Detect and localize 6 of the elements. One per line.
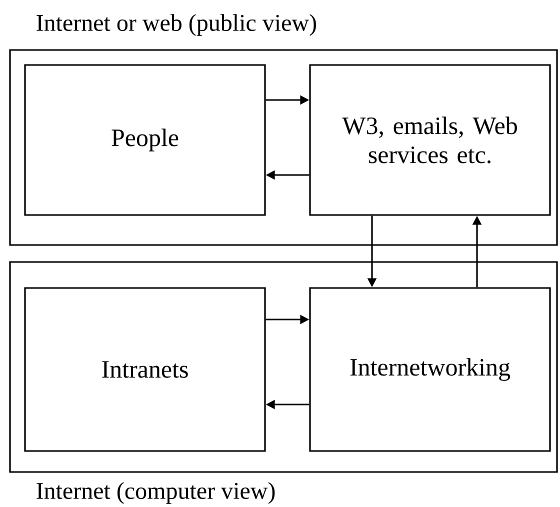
node-label: Internet (computer view) (36, 482, 275, 504)
node-label: Internet or web (public view) (36, 14, 316, 36)
process-box: W3, emails, Web services etc. (309, 64, 551, 216)
process-box: People (24, 64, 266, 216)
process-box: Intranets (24, 287, 266, 452)
process-box: Internetworking (309, 287, 551, 452)
